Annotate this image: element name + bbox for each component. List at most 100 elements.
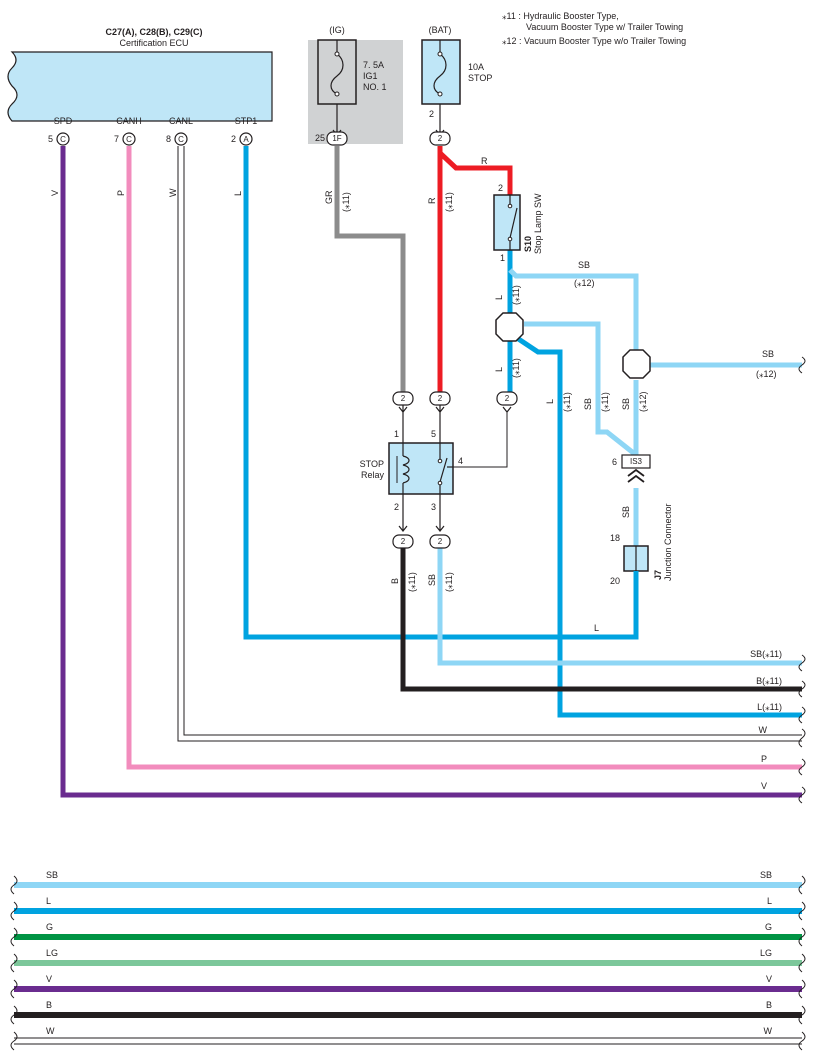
conn-canl-label: C (178, 135, 184, 144)
wires (60, 146, 802, 798)
relay-pin4: 4 (458, 456, 463, 466)
fuse-bat-source: (BAT) (429, 25, 452, 35)
bus-label-right-v: V (766, 974, 772, 984)
wire-sb-11-right (437, 548, 802, 666)
label-wire-sb12-down: SB (621, 398, 631, 410)
note-12: ⁎12 : Vacuum Booster Type w/o Trailer To… (502, 36, 686, 46)
relay-pin3: 3 (431, 502, 436, 512)
wire-b-11 (400, 548, 802, 692)
stop-relay: STOP Relay 1 5 4 2 3 2 2 B (⁎11) SB (⁎11… (360, 429, 463, 592)
bus-label-left-v: V (46, 974, 52, 984)
break-v (798, 786, 806, 804)
break-b11 (798, 680, 806, 698)
fuse-ig-name2: NO. 1 (363, 82, 387, 92)
conn-1f (326, 131, 348, 146)
bus-break-b-left (10, 1005, 18, 1025)
wire-p (126, 146, 802, 770)
conn-stp1 (239, 132, 253, 146)
junctions: L (⁎11) L (⁎11) SB (⁎11) SB (⁎12) SB (⁎1… (494, 312, 777, 412)
sw-pin-top: 2 (498, 183, 503, 193)
break-p (798, 758, 806, 776)
is3-connector: 6 IS3 SB (612, 454, 651, 518)
right-break-marks (798, 356, 806, 804)
conn-bat (429, 131, 451, 146)
label-right-sb11: SB(⁎11) (750, 649, 782, 659)
wire-sb-11-is3 (524, 321, 638, 457)
fuse-ig-rating: 7. 5A (363, 60, 384, 70)
relay-pin5: 5 (431, 429, 436, 439)
wire-v (60, 146, 802, 798)
ecu-wire-labels: V P W L (50, 188, 243, 197)
pin-num-stp1: 2 (231, 134, 236, 144)
conn-canl (174, 132, 188, 146)
label-sb-relay-variant: (⁎11) (444, 572, 454, 592)
svg-text:2: 2 (438, 394, 443, 403)
label-right-b11: B(⁎11) (756, 676, 782, 686)
label-sb-right-variant: (⁎12) (756, 369, 777, 379)
wire-gr (334, 146, 406, 392)
label-r-variant: (⁎11) (444, 192, 454, 212)
bus-label-left-sb: SB (46, 870, 58, 880)
label-wire-gr: GR (324, 190, 334, 204)
conn-relay-3 (429, 534, 451, 549)
j7-name: Junction Connector (663, 503, 673, 581)
break-l11 (798, 706, 806, 724)
bus-label-right-b: B (766, 1000, 772, 1010)
is3-label: IS3 (630, 457, 643, 466)
certification-ecu: C27(A), C28(B), C29(C) Certification ECU… (7, 27, 273, 126)
label-sb-is3-variant: (⁎11) (600, 392, 610, 412)
label-sb-right: SB (762, 349, 774, 359)
break-w (798, 728, 806, 748)
relay-pin1: 1 (394, 429, 399, 439)
relay-top-connectors: 2 2 2 (392, 391, 518, 443)
bus-label-left-w: W (46, 1026, 55, 1036)
bus-label-right-g: G (765, 922, 772, 932)
label-b-variant: (⁎11) (407, 572, 417, 592)
label-wire-l-sw: L (494, 295, 504, 300)
fuse-bat-element (433, 53, 447, 95)
sw-id: S10 (523, 236, 533, 252)
label-wire-p: P (116, 190, 126, 196)
fuse-ig1: (IG) 7. 5A IG1 NO. 1 25 1F GR (⁎11) (315, 25, 387, 212)
label-wire-b: B (390, 578, 400, 584)
conn-stp1-label: A (243, 135, 249, 144)
conn-bat-label: 2 (438, 134, 443, 143)
wire-sb-12-branch (508, 268, 639, 350)
bus-break-g-left (10, 927, 18, 947)
fuse-ig-element (330, 53, 344, 95)
bus-label-right-sb: SB (760, 870, 772, 880)
fuse-bat-name: STOP (468, 73, 492, 83)
fuse-ig-source: (IG) (329, 25, 345, 35)
bus-break-lg-left (10, 953, 18, 973)
label-wire-l-bottom: L (594, 623, 599, 633)
label-wire-sb-relay: SB (427, 574, 437, 586)
relay-name2: Relay (361, 470, 385, 480)
break-sb12 (798, 356, 806, 374)
bus-label-right-lg: LG (760, 948, 772, 958)
label-wire-l11: L (545, 399, 555, 404)
pin-num-spd: 5 (48, 134, 53, 144)
fuse-bat-pin: 2 (429, 109, 434, 119)
right-edge-labels: SB(⁎11) B(⁎11) L(⁎11) W P V (750, 649, 782, 791)
note-11-cont: Vacuum Booster Type w/ Trailer Towing (526, 22, 683, 32)
conn-1f-label: 1F (332, 134, 341, 143)
label-right-l11: L(⁎11) (757, 702, 782, 712)
sw-body (493, 194, 521, 251)
break-sb11 (798, 654, 806, 672)
ecu-pin-canh: CANH (116, 116, 142, 126)
label-right-p: P (761, 754, 767, 764)
bus-break-v-right (798, 979, 806, 999)
conn-relay-4 (496, 391, 518, 406)
label-right-w: W (759, 725, 768, 735)
ecu-pin-stp1: STP1 (235, 116, 258, 126)
label-sb12-down-variant: (⁎12) (638, 391, 648, 412)
label-wire-v: V (50, 190, 60, 196)
bus-break-w-right (798, 1031, 806, 1051)
svg-text:2: 2 (438, 537, 443, 546)
svg-text:2: 2 (401, 537, 406, 546)
label-wire-r-top: R (481, 156, 488, 166)
conn-canh-label: C (126, 135, 132, 144)
pin-num-canl: 8 (166, 134, 171, 144)
